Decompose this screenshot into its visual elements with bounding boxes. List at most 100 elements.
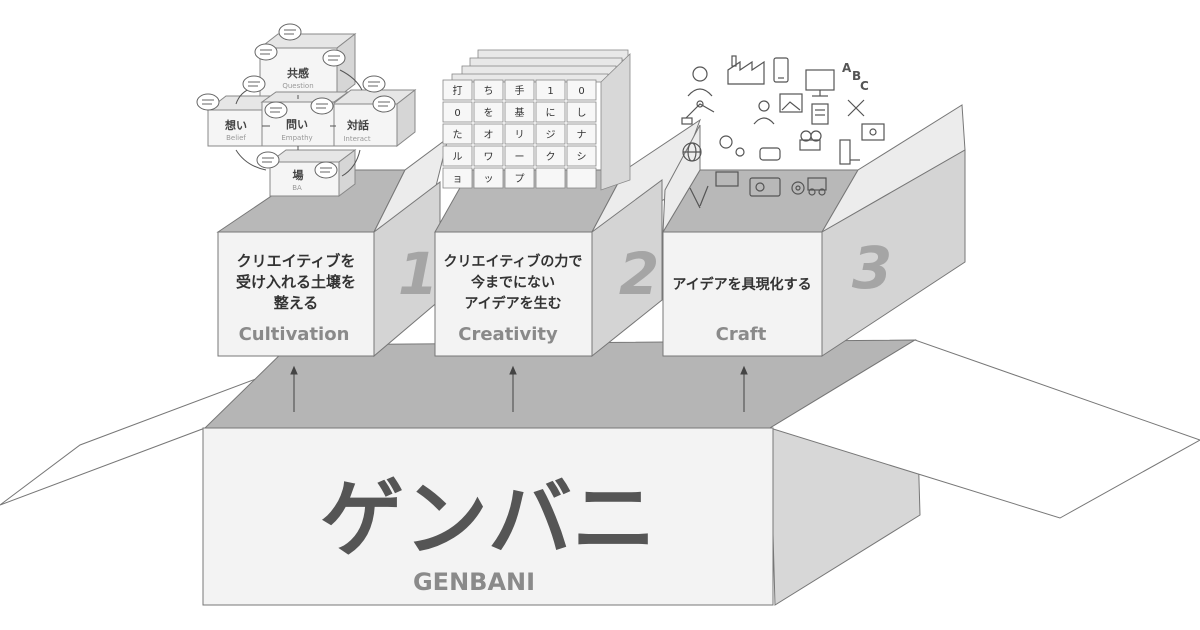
abc-icon: ABC — [842, 61, 869, 93]
forklift-icon — [839, 139, 860, 165]
grid-char: ク — [546, 151, 556, 163]
svg-text:対話: 対話 — [346, 118, 369, 132]
grid-char: に — [546, 107, 556, 119]
speech-icon — [362, 75, 386, 93]
gears-icon — [791, 181, 805, 195]
svg-text:場: 場 — [293, 168, 304, 182]
svg-text:問い: 問い — [286, 118, 308, 131]
speech-icon — [256, 151, 280, 169]
stage-2-front — [434, 231, 593, 357]
grid-cell — [442, 167, 473, 189]
grid-cell — [504, 145, 535, 167]
svg-text:Question: Question — [282, 82, 313, 90]
cultivation-cubes: 共感 Question 想い Belief 対話 Interact 問い Emp… — [196, 23, 417, 197]
stage-3-label: Craft — [716, 324, 767, 345]
speech-icon — [278, 23, 302, 41]
monitor-icon — [805, 69, 835, 97]
grid-cell — [504, 123, 535, 145]
stage-2-line-3: アイデアを生む — [464, 295, 561, 312]
stage-3-line-1: アイデアを具現化する — [672, 276, 811, 293]
grid-char: シ — [577, 152, 587, 163]
grid-char: 1 — [547, 86, 553, 97]
document-icon — [715, 171, 739, 187]
stage-box-cultivation: クリエイティブを 受け入れる土壌を 整える Cultivation 1 — [216, 136, 449, 358]
grid-cell — [442, 79, 473, 101]
svg-text:C: C — [860, 79, 869, 93]
grid-cell — [566, 145, 597, 167]
stage-3-front — [662, 231, 823, 357]
svg-text:B: B — [852, 69, 861, 83]
grid-cell — [504, 167, 535, 189]
worker-icon — [753, 100, 775, 125]
main-title: ゲンバニ — [320, 470, 656, 568]
grid-cell — [442, 101, 473, 123]
monitor-icon — [861, 123, 885, 141]
stage-1-number: 1 — [398, 240, 438, 308]
grid-char: ワ — [484, 152, 494, 163]
stage-1-front — [217, 231, 375, 357]
grid-cell — [535, 167, 566, 189]
grid-cell — [535, 79, 566, 101]
speech-icon — [759, 147, 781, 161]
stage-3-number: 3 — [852, 234, 892, 302]
phone-hand-icon — [773, 57, 789, 83]
speech-icon — [314, 161, 338, 179]
stage-1-line-1: クリエイティブを — [237, 252, 356, 270]
grid-cell — [535, 101, 566, 123]
grid-depth — [451, 49, 631, 191]
grid-cell — [473, 145, 504, 167]
box-flap-right — [768, 339, 1200, 519]
grid-cell — [473, 123, 504, 145]
craft-icons: ABC — [681, 55, 885, 209]
grid-char: し — [577, 107, 587, 119]
globe-icon — [682, 142, 702, 162]
speech-icon — [264, 101, 288, 119]
grid-char: 0 — [454, 108, 460, 119]
speech-bubbles — [196, 23, 396, 179]
cube-ba: 場 BA — [268, 149, 357, 197]
mechanic-icon — [687, 66, 713, 97]
tools-icon — [689, 185, 709, 209]
grid-cell — [504, 101, 535, 123]
cube-question: 共感 Question — [258, 32, 357, 100]
stage-box-creativity: クリエイティブの力で 今までにない アイデアを生む Creativity 2 — [434, 118, 701, 358]
svg-text:Empathy: Empathy — [281, 134, 312, 142]
grid-char: た — [453, 129, 463, 141]
svg-text:A: A — [842, 61, 852, 75]
speech-icon — [254, 43, 278, 61]
grid-char: ナ — [577, 129, 587, 141]
robot-arm-icon — [681, 100, 715, 125]
grid-char: ョ — [453, 174, 463, 185]
grid-char: ッ — [484, 174, 494, 185]
grid-cell — [473, 101, 504, 123]
speech-icon — [310, 97, 334, 115]
svg-text:想い: 想い — [224, 118, 247, 132]
grid-cell — [442, 123, 473, 145]
grid-cell — [535, 123, 566, 145]
speech-icon — [196, 93, 220, 111]
grid-cell — [566, 101, 597, 123]
arrows-lower — [290, 365, 748, 412]
speech-icon — [322, 49, 346, 67]
main-subtitle: GENBANI — [413, 568, 535, 596]
box-front — [202, 427, 774, 606]
grid-cell — [473, 167, 504, 189]
svg-text:BA: BA — [292, 184, 302, 192]
stage-2-number: 2 — [619, 240, 659, 308]
grid-char: 基 — [515, 106, 525, 119]
grid-char: ち — [484, 85, 494, 97]
radio-icon — [749, 177, 781, 197]
grid-char: ジ — [546, 130, 556, 141]
grid-char: 手 — [515, 84, 525, 97]
speech-icon — [372, 95, 396, 113]
grid-char: を — [484, 107, 494, 119]
grid-char: オ — [484, 129, 494, 141]
genbani-box: ゲンバニ GENBANI — [0, 339, 1200, 606]
tools-icon — [847, 99, 865, 117]
grid-cell — [535, 145, 566, 167]
svg-text:共感: 共感 — [287, 66, 309, 80]
grid-char: リ — [515, 130, 525, 141]
